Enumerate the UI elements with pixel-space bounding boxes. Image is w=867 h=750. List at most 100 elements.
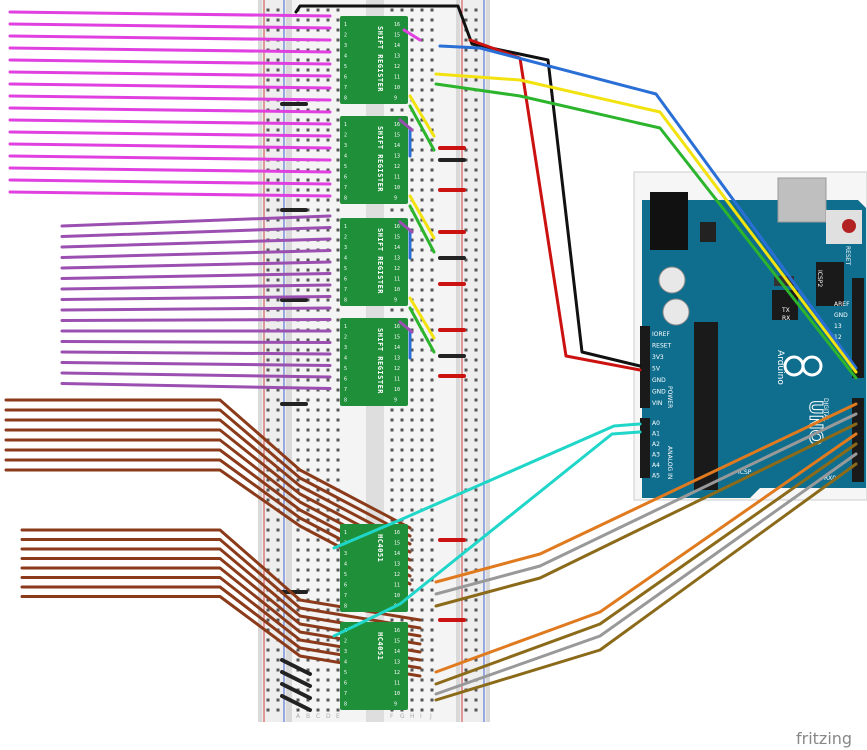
breadboard-hole <box>474 228 478 232</box>
breadboard-hole <box>306 188 310 192</box>
chip-pin-label: 16 <box>394 324 400 330</box>
chip-pin-label: 14 <box>394 143 400 149</box>
breadboard-hole <box>410 518 414 522</box>
breadboard-hole <box>410 538 414 542</box>
breadboard-hole <box>390 108 394 112</box>
breadboard-hole <box>326 188 330 192</box>
breadboard-hole <box>430 278 434 282</box>
breadboard-hole <box>276 528 280 532</box>
breadboard-hole <box>276 88 280 92</box>
breadboard-hole <box>306 78 310 82</box>
breadboard-hole <box>430 398 434 402</box>
breadboard-hole <box>464 128 468 132</box>
breadboard-hole <box>430 188 434 192</box>
breadboard-hole <box>336 38 340 42</box>
breadboard-hole <box>266 418 270 422</box>
breadboard-hole <box>306 388 310 392</box>
breadboard-hole <box>306 658 310 662</box>
breadboard-hole <box>306 368 310 372</box>
breadboard-hole <box>390 508 394 512</box>
arduino-pin-label: GND <box>834 312 848 319</box>
breadboard-hole <box>474 558 478 562</box>
breadboard-hole <box>336 518 340 522</box>
rail-jumper <box>280 694 312 712</box>
breadboard-hole <box>430 498 434 502</box>
breadboard-hole <box>464 48 468 52</box>
breadboard-hole <box>296 78 300 82</box>
breadboard-hole <box>306 88 310 92</box>
breadboard-hole <box>474 178 478 182</box>
breadboard-column-letter: J <box>429 713 432 720</box>
breadboard-hole <box>410 398 414 402</box>
breadboard-hole <box>336 408 340 412</box>
chip-pin-label: 4 <box>344 562 347 568</box>
arduino-pin-label: A3 <box>652 452 660 459</box>
breadboard-hole <box>326 148 330 152</box>
chip-pin-label: 14 <box>394 551 400 557</box>
breadboard-hole <box>326 478 330 482</box>
magenta-wire <box>8 130 332 138</box>
breadboard-hole <box>316 198 320 202</box>
breadboard-hole <box>464 308 468 312</box>
breadboard-hole <box>276 368 280 372</box>
breadboard-hole <box>276 378 280 382</box>
breadboard-hole <box>464 408 468 412</box>
breadboard-column-letter: B <box>306 713 310 720</box>
breadboard-hole <box>316 28 320 32</box>
breadboard-hole <box>306 398 310 402</box>
breadboard-hole <box>430 708 434 712</box>
breadboard-hole <box>336 638 340 642</box>
breadboard-hole <box>316 448 320 452</box>
breadboard-hole <box>390 438 394 442</box>
breadboard-hole <box>326 638 330 642</box>
magenta-wire <box>8 142 332 150</box>
breadboard-hole <box>336 428 340 432</box>
breadboard-hole <box>306 108 310 112</box>
breadboard-hole <box>316 578 320 582</box>
arduino-pin-label: A2 <box>652 441 660 448</box>
breadboard-hole <box>390 418 394 422</box>
chip-pin-label: 12 <box>394 164 400 170</box>
breadboard-hole <box>420 428 424 432</box>
breadboard-hole <box>430 598 434 602</box>
breadboard-hole <box>296 518 300 522</box>
breadboard-hole <box>420 578 424 582</box>
breadboard-hole <box>474 478 478 482</box>
breadboard-hole <box>400 618 404 622</box>
breadboard-hole <box>316 688 320 692</box>
breadboard-hole <box>430 658 434 662</box>
wire-gray-d6 <box>434 452 858 696</box>
breadboard-hole <box>336 568 340 572</box>
breadboard-hole <box>326 8 330 12</box>
breadboard-hole <box>474 438 478 442</box>
daisy-chain-wire <box>398 320 414 334</box>
breadboard-hole <box>326 48 330 52</box>
chip-pin-label: 15 <box>394 235 400 241</box>
daisy-chain-wire <box>398 220 414 234</box>
breadboard-hole <box>266 338 270 342</box>
breadboard-hole <box>464 198 468 202</box>
daisy-chain-wire <box>408 306 436 354</box>
breadboard-hole <box>326 388 330 392</box>
breadboard-hole <box>474 708 478 712</box>
breadboard-hole <box>326 338 330 342</box>
breadboard-hole <box>430 18 434 22</box>
chip-pin-label: 12 <box>394 670 400 676</box>
chip-pin-label: 2 <box>344 133 347 139</box>
breadboard-hole <box>326 198 330 202</box>
breadboard-hole <box>464 258 468 262</box>
chip-pin-label: 16 <box>394 122 400 128</box>
breadboard-hole <box>336 108 340 112</box>
magenta-wire <box>8 166 332 174</box>
arduino-icsp-bottom: ICSP <box>738 469 752 476</box>
breadboard-hole <box>420 288 424 292</box>
breadboard-hole <box>336 668 340 672</box>
breadboard-hole <box>306 258 310 262</box>
breadboard-hole <box>306 8 310 12</box>
chip-pin-label: 5 <box>344 64 347 70</box>
breadboard-hole <box>474 238 478 242</box>
brown-wire <box>4 428 412 554</box>
breadboard-hole <box>296 348 300 352</box>
breadboard-hole <box>390 468 394 472</box>
breadboard-hole <box>296 488 300 492</box>
